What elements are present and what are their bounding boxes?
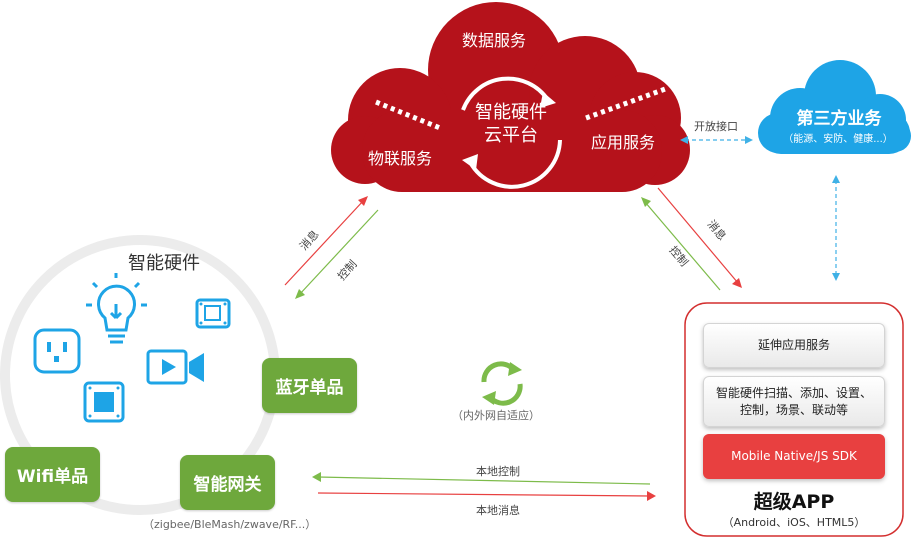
- video-camera-icon: [146, 349, 204, 385]
- right-control-arrow: [641, 197, 721, 291]
- open-interface-label: 开放接口: [694, 120, 738, 133]
- left-control-arrow: [295, 209, 379, 299]
- adaptive-arrowhead-bottom: [482, 391, 496, 405]
- smart-hardware-title: 智能硬件: [128, 253, 200, 274]
- cloud-title-line1: 智能硬件: [475, 102, 547, 123]
- extended-service-label: 延伸应用服务: [757, 338, 830, 352]
- cloud-divider-left: [375, 99, 441, 131]
- local-control-label: 本地控制: [476, 465, 520, 478]
- open-interface-link: [680, 136, 753, 144]
- cloud-iot-service-label: 物联服务: [368, 149, 433, 168]
- hardware-management-line2: 控制，场景、联动等: [739, 402, 848, 417]
- cycle-arrowhead-bottom: [462, 154, 478, 170]
- third-party-subtitle: （能源、安防、健康...）: [783, 134, 893, 145]
- cloud-app-service-label: 应用服务: [591, 133, 656, 152]
- super-app-title: 超级APP: [753, 491, 835, 513]
- cloud-title-line2: 云平台: [484, 125, 538, 146]
- chip-module-icon: [83, 381, 125, 423]
- third-party-app-link: [832, 175, 840, 281]
- cycle-arrows-icon: [461, 76, 562, 189]
- sensor-device-icon: [195, 298, 231, 329]
- sdk-label: Mobile Native/JS SDK: [731, 449, 857, 463]
- bluetooth-product-button[interactable]: 蓝牙单品: [262, 358, 357, 413]
- adaptive-arrowhead-top: [508, 362, 522, 376]
- local-message-label: 本地消息: [476, 504, 520, 517]
- super-app-subtitle: （Android、iOS、HTML5）: [722, 516, 866, 529]
- smart-gateway-button[interactable]: 智能网关: [180, 455, 275, 510]
- cloud-platform-title: 智能硬件 云平台: [466, 101, 556, 147]
- sdk-card[interactable]: Mobile Native/JS SDK: [703, 434, 885, 479]
- wifi-product-button[interactable]: Wifi单品: [5, 447, 100, 502]
- third-party-title: 第三方业务: [796, 109, 882, 129]
- cloud-divider-right: [585, 85, 669, 121]
- cloud-data-service-label: 数据服务: [462, 31, 527, 50]
- hardware-management-line1: 智能硬件扫描、添加、设置、: [715, 385, 872, 400]
- cloud-platform-shape: [331, 2, 690, 192]
- third-party-cloud-shape: [758, 60, 911, 154]
- light-bulb-icon: [86, 273, 147, 344]
- right-message-arrow: [657, 187, 742, 288]
- hardware-management-card[interactable]: 智能硬件扫描、添加、设置、 控制，场景、联动等: [703, 376, 885, 427]
- extended-service-card[interactable]: 延伸应用服务: [703, 323, 885, 368]
- cycle-arrowhead-top: [540, 92, 556, 108]
- gateway-protocols-label: （zigbee/BleMash/zwave/RF...）: [143, 518, 317, 531]
- local-message-arrow: [317, 491, 656, 501]
- adaptive-label: （内外网自适应）: [452, 409, 540, 422]
- left-message-arrow: [284, 196, 368, 286]
- local-control-arrow: [312, 472, 651, 485]
- socket-icon: [33, 328, 81, 374]
